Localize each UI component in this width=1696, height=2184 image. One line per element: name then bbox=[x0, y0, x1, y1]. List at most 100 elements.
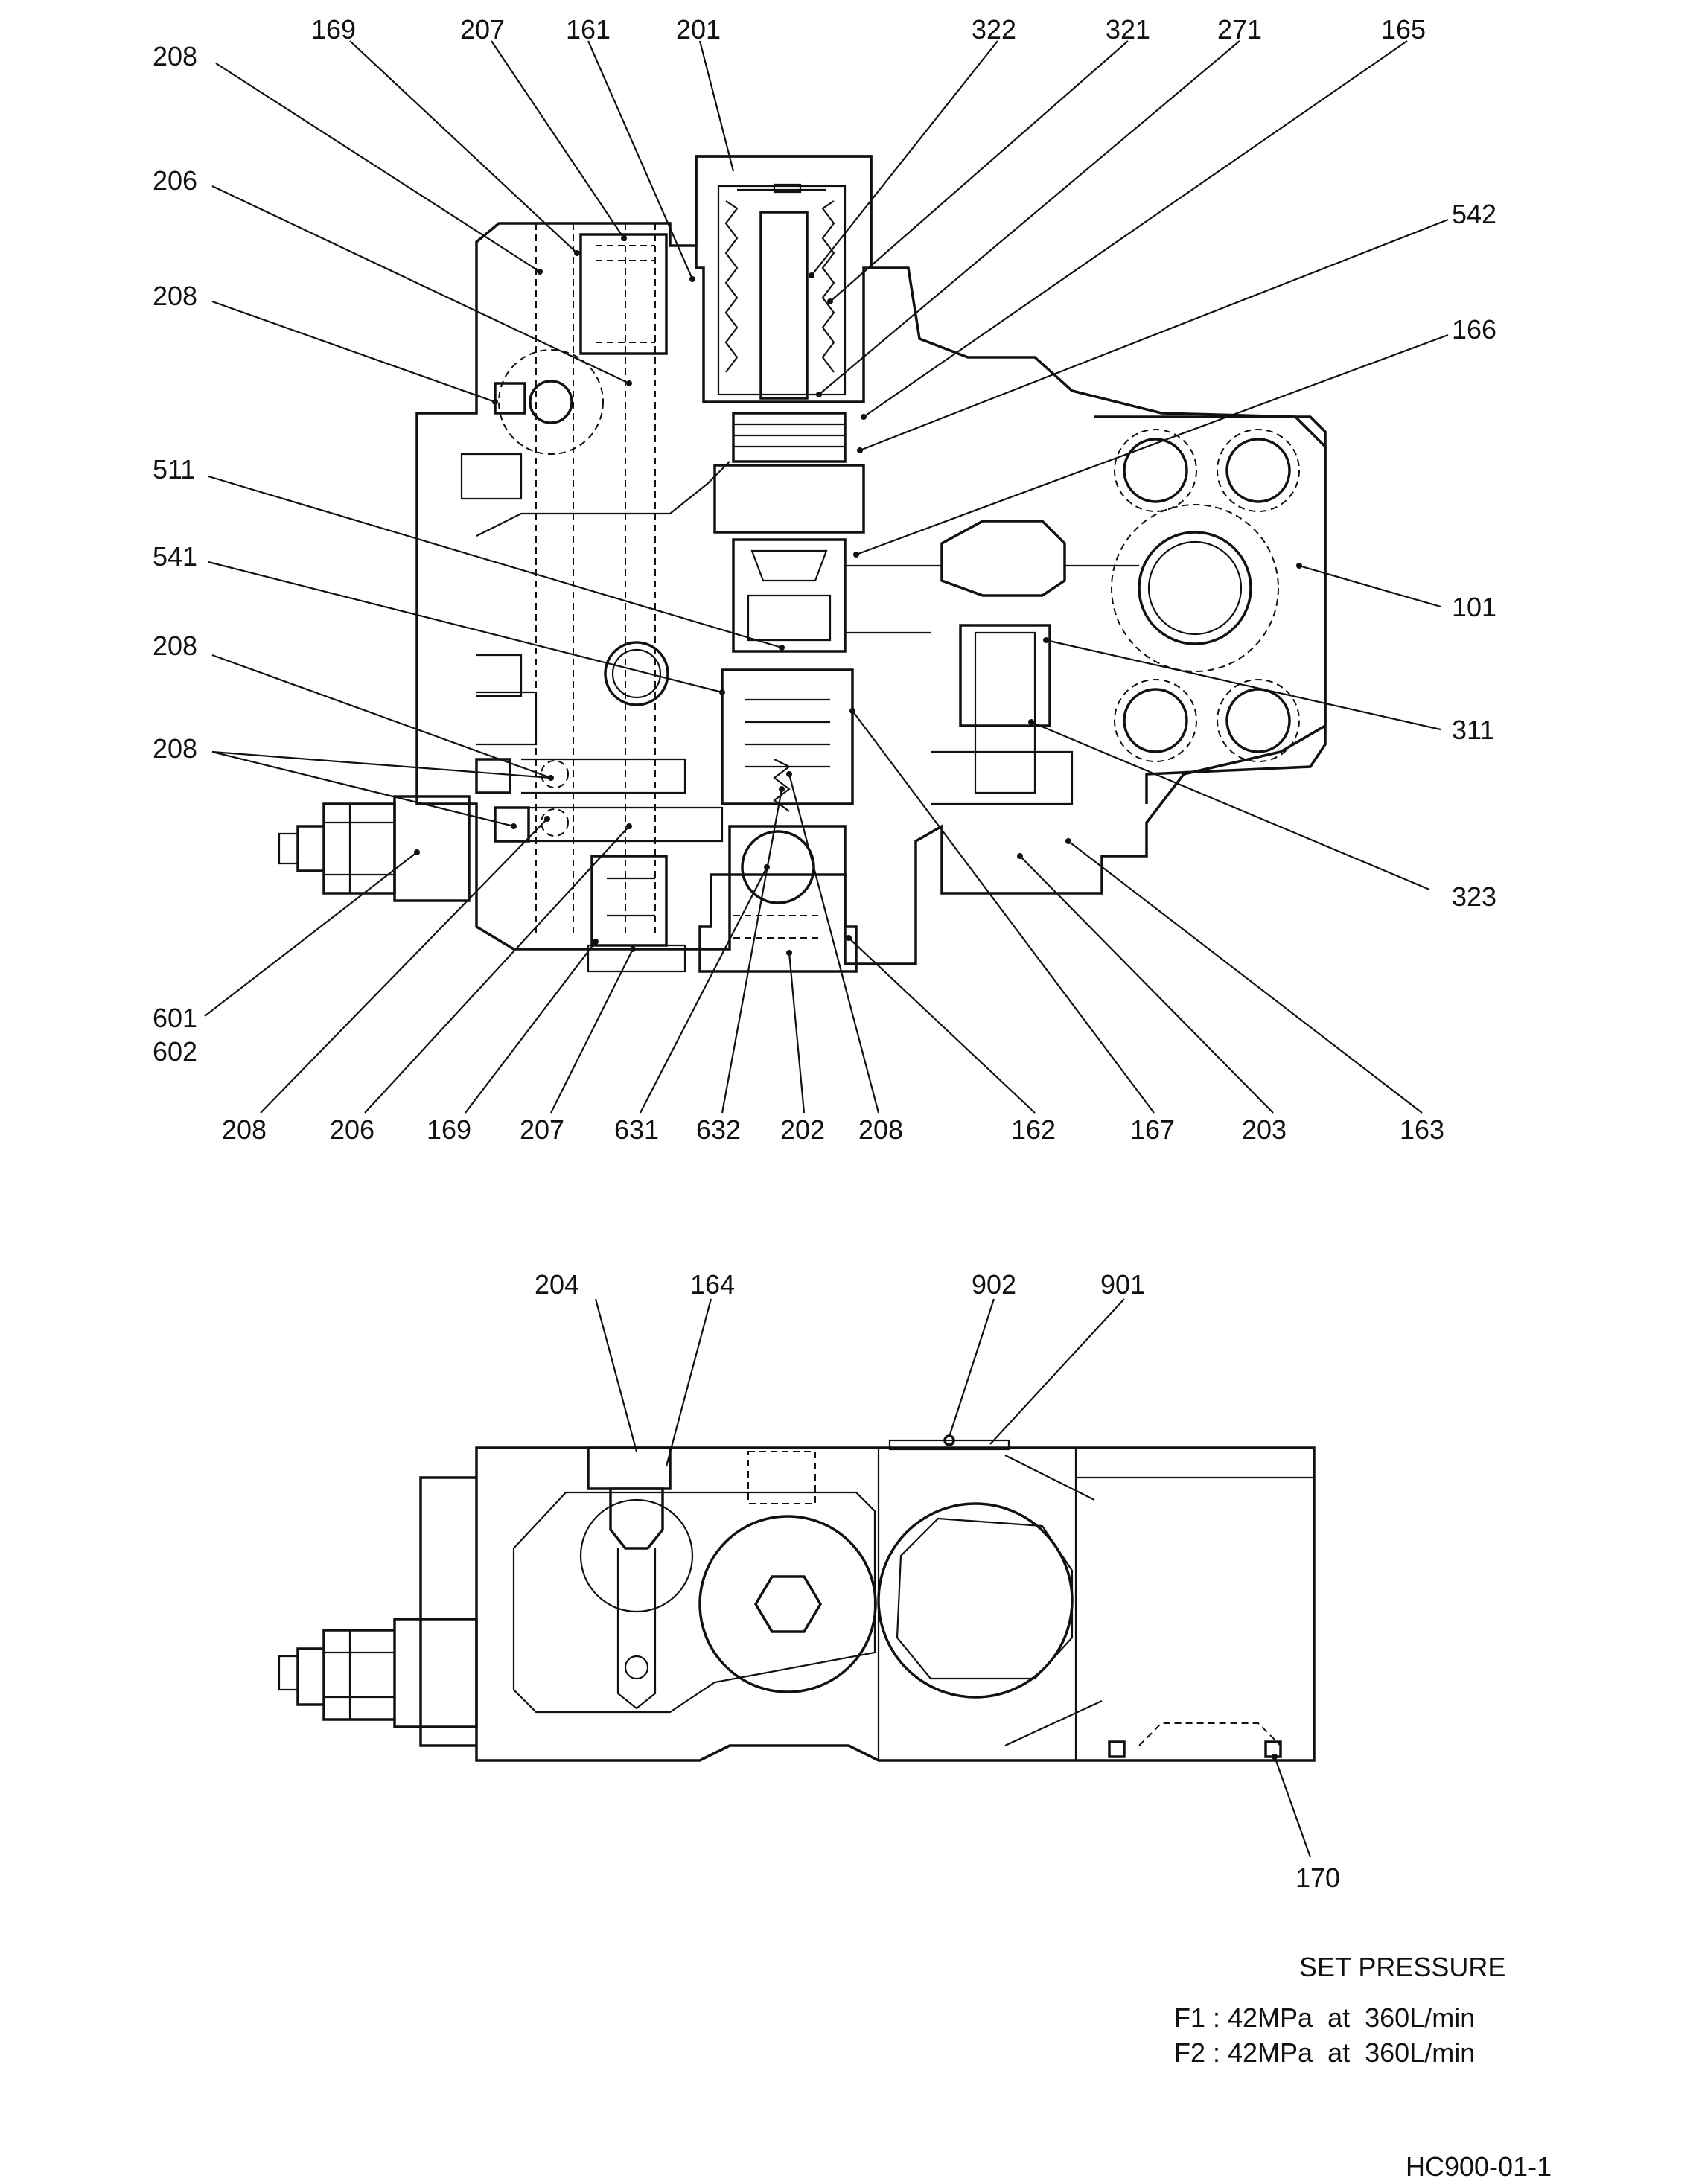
callout-207: 207 bbox=[460, 14, 505, 45]
callout-163: 163 bbox=[1400, 1114, 1444, 1145]
right-plate-101 bbox=[1094, 415, 1327, 804]
bottom-view-slope bbox=[1004, 1455, 1103, 1746]
section-view bbox=[278, 155, 1327, 973]
spring-321 bbox=[724, 200, 835, 373]
bolt-hole-br bbox=[1225, 688, 1291, 753]
bottom-view-body bbox=[475, 1446, 1316, 1762]
seat-541 bbox=[721, 668, 854, 805]
ball-632 bbox=[741, 830, 815, 904]
callout-164: 164 bbox=[690, 1269, 735, 1300]
callout-208: 208 bbox=[858, 1114, 903, 1145]
section-view-callouts: 208 169 207 161 201 322 321 271 165 206 … bbox=[153, 14, 1496, 1145]
plug-202 bbox=[698, 873, 858, 973]
main-poppet-511 bbox=[732, 538, 847, 653]
plug-208-b-ring bbox=[541, 760, 569, 788]
callout-208: 208 bbox=[153, 281, 197, 311]
bottom-view-plug-dashed bbox=[747, 1451, 816, 1504]
bottom-view-port-hex bbox=[896, 1517, 1074, 1680]
seat-ribs bbox=[745, 698, 830, 768]
callout-321: 321 bbox=[1106, 14, 1150, 45]
callout-601: 601 bbox=[153, 1003, 197, 1033]
callout-206: 206 bbox=[330, 1114, 374, 1145]
bottom-view-inner-pocket bbox=[512, 1491, 876, 1714]
plug-208-c bbox=[494, 806, 530, 843]
bottom-view bbox=[278, 1434, 1316, 1762]
callout-208: 208 bbox=[153, 630, 197, 661]
callout-541: 541 bbox=[153, 541, 197, 572]
callout-632: 632 bbox=[696, 1114, 741, 1145]
bolt-hole-tl-outer bbox=[1114, 429, 1197, 512]
piston-grooves bbox=[733, 423, 845, 448]
callout-206: 206 bbox=[153, 165, 197, 196]
bolt-hole-tl bbox=[1123, 438, 1188, 503]
callout-170: 170 bbox=[1295, 1862, 1340, 1893]
check-passage bbox=[845, 564, 1139, 634]
cap-inner-bore bbox=[717, 185, 847, 396]
bottom-view-recess bbox=[1138, 1722, 1281, 1746]
port-left-upper bbox=[529, 380, 573, 424]
port-left-upper-outer bbox=[498, 349, 604, 455]
bolt-hole-tr bbox=[1225, 438, 1291, 503]
check-sleeve bbox=[931, 631, 1074, 805]
callout-207: 207 bbox=[520, 1114, 564, 1145]
left-body-step bbox=[476, 461, 730, 746]
sleeve-166 bbox=[713, 464, 865, 534]
leader-dots bbox=[414, 235, 1302, 1760]
callout-311: 311 bbox=[1452, 715, 1494, 745]
hex-socket-icon bbox=[753, 1575, 823, 1633]
callout-166: 166 bbox=[1452, 314, 1496, 345]
bottom-view-plug-circle bbox=[698, 1515, 877, 1693]
bottom-view-port-outer bbox=[877, 1502, 1074, 1699]
callout-322: 322 bbox=[972, 14, 1016, 45]
callout-101: 101 bbox=[1452, 592, 1496, 622]
bottom-view-adjuster bbox=[296, 1618, 478, 1728]
callout-602: 602 bbox=[153, 1036, 197, 1067]
nameplate-901 bbox=[888, 1439, 1010, 1451]
callout-511: 511 bbox=[153, 454, 195, 485]
set-pressure-f2: F2 : 42MPa at 360L/min bbox=[1174, 2037, 1476, 2068]
plug-204 bbox=[587, 1446, 672, 1490]
callout-271: 271 bbox=[1217, 14, 1262, 45]
left-housing-edge bbox=[417, 412, 523, 500]
leader-lines bbox=[204, 40, 1449, 1858]
bottom-view-callouts: 204 164 902 901 170 bbox=[535, 1269, 1340, 1893]
callout-208: 208 bbox=[222, 1114, 267, 1145]
valve-body-outline bbox=[415, 155, 1327, 965]
left-gallery bbox=[521, 758, 724, 843]
main-port-inner bbox=[1147, 540, 1243, 636]
plug-204-pin bbox=[624, 1655, 649, 1680]
internal-passage-left-1 bbox=[535, 223, 574, 938]
callout-542: 542 bbox=[1452, 199, 1496, 229]
callout-202: 202 bbox=[780, 1114, 825, 1145]
callout-203: 203 bbox=[1242, 1114, 1287, 1145]
check-valve-311 bbox=[959, 624, 1051, 727]
internal-passage-left-2 bbox=[625, 223, 656, 938]
plug-202-detail bbox=[733, 915, 819, 939]
plug-207-bottom-detail bbox=[587, 877, 686, 973]
drawing-code: HC900-01-1 bbox=[1406, 2151, 1552, 2182]
plug-208-a bbox=[494, 382, 526, 415]
callout-901: 901 bbox=[1100, 1269, 1145, 1300]
plug-208-c-ring bbox=[541, 808, 569, 837]
callout-167: 167 bbox=[1130, 1114, 1175, 1145]
poppet-neck bbox=[747, 549, 832, 642]
port-left-middle bbox=[604, 641, 669, 706]
callout-204: 204 bbox=[535, 1269, 579, 1300]
plug-207-top bbox=[579, 233, 668, 355]
callout-902: 902 bbox=[972, 1269, 1016, 1300]
callout-162: 162 bbox=[1011, 1114, 1056, 1145]
port-left-middle-inner bbox=[611, 648, 662, 699]
plug-204-body bbox=[609, 1487, 664, 1550]
bottom-view-left-step bbox=[419, 1476, 476, 1747]
bolt-hole-bl-outer bbox=[1114, 679, 1197, 762]
callout-169: 169 bbox=[311, 14, 356, 45]
callout-208: 208 bbox=[153, 41, 197, 71]
plug-207-top-detail bbox=[596, 245, 655, 343]
bolt-hole-br-outer bbox=[1217, 679, 1300, 762]
callout-208: 208 bbox=[153, 733, 197, 764]
bolt-hole-bl bbox=[1123, 688, 1188, 753]
plug-204-bore bbox=[616, 1548, 657, 1710]
main-port-outer bbox=[1111, 504, 1279, 672]
cap-top-detail bbox=[737, 183, 826, 194]
plug-208-b bbox=[475, 758, 511, 794]
